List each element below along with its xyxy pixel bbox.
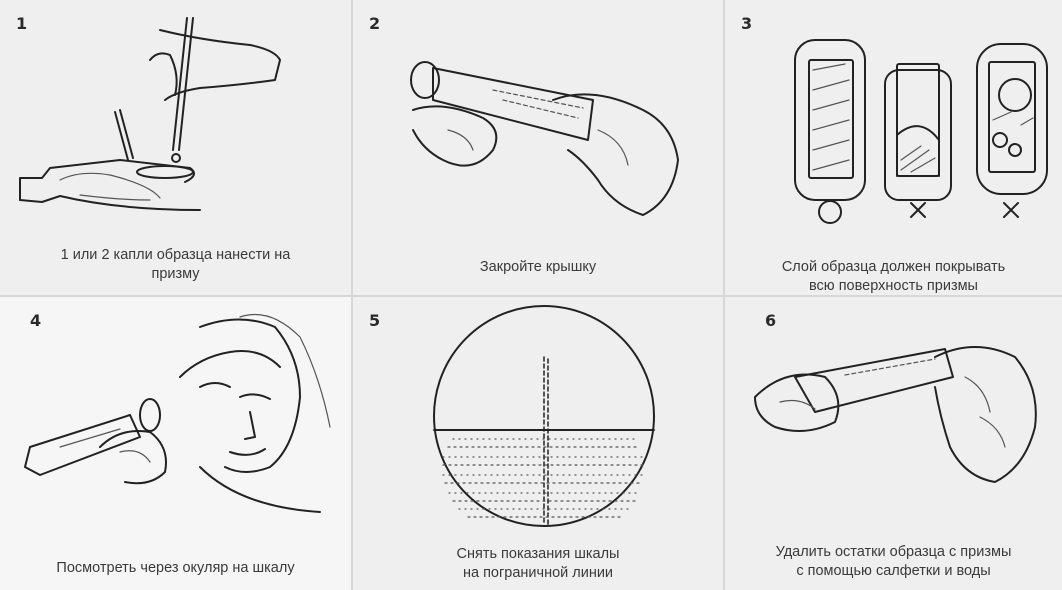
step-2-panel: 2 Закройте крышку <box>353 0 723 295</box>
step-caption: Закройте крышку <box>353 258 723 277</box>
caption-line: с помощью салфетки и воды <box>725 562 1062 581</box>
caption-line: Удалить остатки образца с призмы <box>725 543 1062 562</box>
look-eyepiece-icon <box>0 297 351 537</box>
prism-coverage-icon <box>725 0 1062 240</box>
step-5-panel: 5 Снять показания шкалы на пограничной л… <box>353 297 723 590</box>
caption-line: Слой образца должен покрывать <box>725 258 1062 277</box>
close-lid-icon <box>353 0 723 240</box>
step-caption: Слой образца должен покрывать всю поверх… <box>725 258 1062 295</box>
step-6-panel: 6 Удалить остатки образца с призмы с пом… <box>725 297 1062 590</box>
caption-line: 1 или 2 капли образца нанести на <box>0 246 351 265</box>
step-3-panel: 3 Слой образца должен покрывать в <box>725 0 1062 295</box>
caption-line: Снять показания шкалы <box>353 545 723 564</box>
dropper-prism-icon <box>0 0 351 240</box>
step-caption: Снять показания шкалы на пограничной лин… <box>353 545 723 583</box>
step-caption: 1 или 2 капли образца нанести на призму <box>0 246 351 284</box>
caption-line: на пограничной линии <box>353 564 723 583</box>
step-4-panel: 4 Посмотреть через окуляр на шкалу <box>0 297 351 590</box>
scale-view-icon <box>353 297 723 537</box>
wipe-prism-icon <box>725 297 1062 537</box>
caption-line: призму <box>0 265 351 284</box>
step-caption: Посмотреть через окуляр на шкалу <box>0 559 351 578</box>
caption-line: Посмотреть через окуляр на шкалу <box>0 559 351 578</box>
step-caption: Удалить остатки образца с призмы с помощ… <box>725 543 1062 581</box>
caption-line: Закройте крышку <box>353 258 723 277</box>
step-1-panel: 1 1 или 2 капли образца нанести на призм… <box>0 0 351 295</box>
caption-line: всю поверхность призмы <box>725 277 1062 295</box>
